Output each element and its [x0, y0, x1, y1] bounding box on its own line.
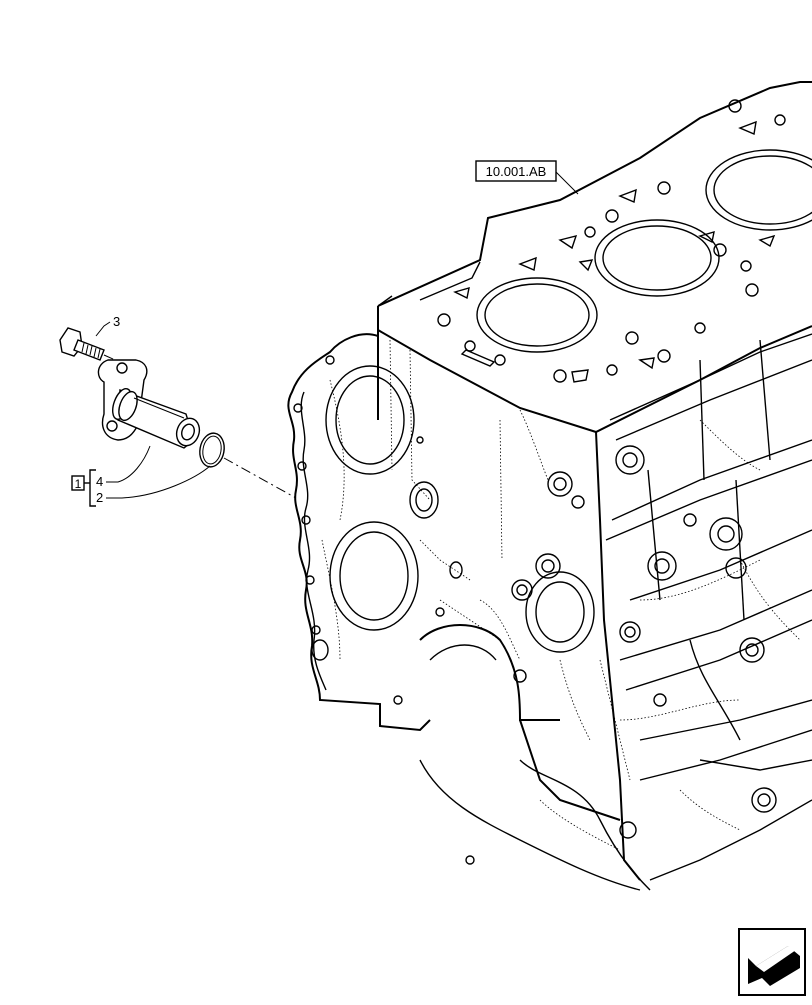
- bolt-number: 3: [113, 314, 120, 329]
- oring-callout[interactable]: 2: [96, 465, 211, 505]
- oring-part: [199, 432, 225, 468]
- bolt-part: [59, 327, 125, 365]
- engine-block: [287, 81, 812, 891]
- kit-callout[interactable]: 1: [71, 469, 96, 507]
- ref-block-label: 10.001.AB: [486, 164, 547, 179]
- nav-arrow-icon[interactable]: [738, 928, 806, 996]
- ref-block-callout[interactable]: 10.001.AB: [475, 160, 579, 195]
- tube-part: [97, 359, 201, 449]
- tube-callout[interactable]: 4: [96, 445, 151, 489]
- assembly-centerline: [223, 457, 297, 499]
- oring-number: 2: [96, 490, 103, 505]
- bolt-callout[interactable]: 3: [95, 314, 120, 337]
- kit-number: 1: [75, 477, 82, 491]
- tube-number: 4: [96, 474, 103, 489]
